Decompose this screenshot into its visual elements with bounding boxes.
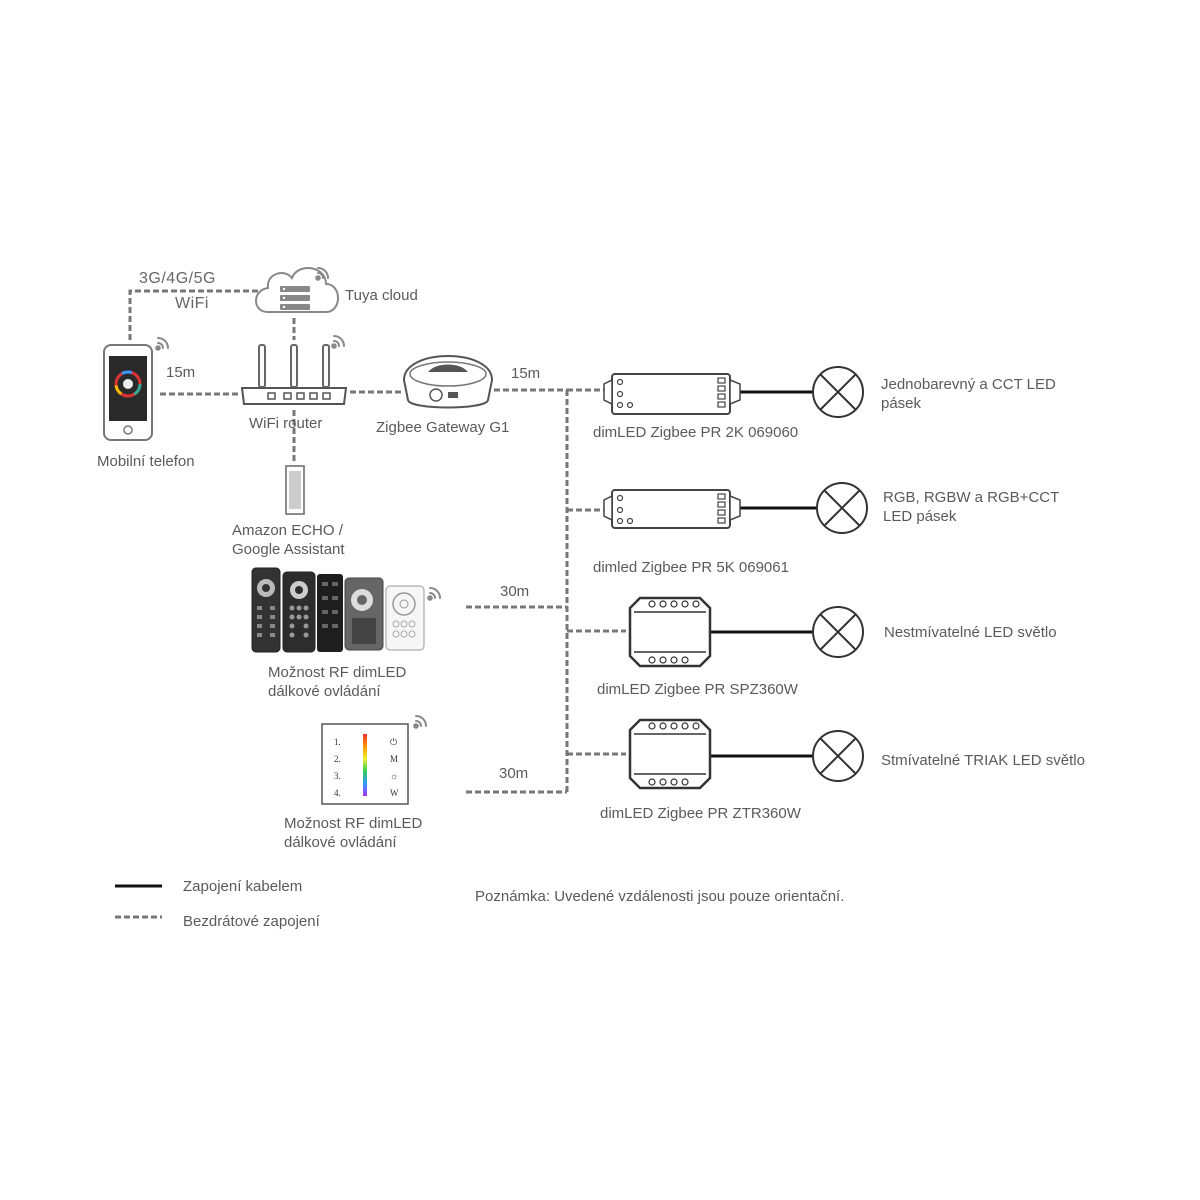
rf-remotes-label-line1: Možnost RF dimLED [268, 664, 407, 681]
signal-icon-remotes [427, 587, 441, 601]
wall-panel-label: Možnost RF dimLED dálkové ovládání [284, 814, 422, 852]
load-label-2-line1: RGB, RGBW a RGB+CCT [883, 489, 1060, 506]
wall-panel-label-line2: dálkové ovládání [284, 834, 397, 851]
load-label-4-line1: Stmívatelné TRIAK LED světlo [881, 752, 1085, 769]
wall-panel-label-line1: Možnost RF dimLED [284, 815, 423, 832]
receiver-5k-icon [603, 489, 741, 529]
assistant-label-line1: Amazon ECHO / [232, 522, 343, 539]
cloud-label: Tuya cloud [345, 287, 418, 304]
lamp-icon-2 [816, 482, 868, 534]
rf-remotes-label-line2: dálkové ovládání [268, 683, 381, 700]
wall-key-mode[interactable]: M [390, 754, 399, 764]
assistant-label-line2: Google Assistant [232, 541, 345, 558]
receiver-name-3: dimLED Zigbee PR SPZ360W [597, 681, 798, 698]
cloud-icon [255, 267, 339, 313]
wall-panel-icon [321, 723, 409, 805]
legend-wired-label: Zapojení kabelem [183, 878, 303, 895]
distance-gateway-receivers: 15m [511, 365, 541, 382]
wall-key-1[interactable]: 1. [334, 737, 341, 747]
receiver-spz-icon [628, 596, 712, 668]
receiver-name-2: dimled Zigbee PR 5K 069061 [593, 559, 789, 576]
lamp-icon-1 [812, 366, 864, 418]
speaker-icon [285, 465, 305, 515]
footnote: Poznámka: Uvedené vzdálenosti jsou pouze… [475, 888, 845, 905]
assistant-label: Amazon ECHO / Google Assistant [232, 521, 345, 559]
wall-key-3[interactable]: 3. [334, 771, 341, 781]
wall-panel-left-keys: 1. 2. 3. 4. [334, 734, 341, 802]
rf-remotes-icon [251, 567, 425, 653]
wifi-network-label: WiFi [175, 295, 209, 312]
load-label-1-line1: Jednobarevný a CCT LED [881, 376, 1056, 393]
wall-panel-right-keys: ⏻ M ☼ W [390, 734, 399, 802]
load-label-3-line1: Nestmívatelné LED světlo [884, 624, 1057, 641]
phone-cloud-link [128, 289, 262, 340]
load-label-1-line2: pásek [881, 395, 922, 412]
wall-key-2[interactable]: 2. [334, 754, 341, 764]
load-label-1: Jednobarevný a CCT LED pásek [881, 375, 1056, 413]
load-label-2: RGB, RGBW a RGB+CCT LED pásek [883, 488, 1059, 526]
load-label-4: Stmívatelné TRIAK LED světlo [881, 751, 1085, 770]
router-label: WiFi router [249, 415, 323, 432]
distance-remotes: 30m [500, 583, 530, 600]
receiver-2k-icon [603, 373, 741, 415]
distance-wall-panel: 30m [499, 765, 529, 782]
wall-key-4[interactable]: 4. [334, 788, 341, 798]
lamp-icon-4 [812, 730, 864, 782]
gateway-label: Zigbee Gateway G1 [376, 419, 510, 436]
wall-key-white[interactable]: W [390, 788, 399, 798]
wireless-links [115, 289, 626, 919]
wall-key-brightness[interactable]: ☼ [390, 771, 399, 781]
receiver-ztr-icon [628, 718, 712, 790]
phone-icon [103, 344, 153, 441]
signal-icon-wall-panel [413, 715, 427, 729]
mobile-network-label: 3G/4G/5G [139, 270, 216, 287]
gateway-icon [402, 355, 494, 409]
lamp-icon-3 [812, 606, 864, 658]
legend-wireless-label: Bezdrátové zapojení [183, 913, 320, 930]
phone-label: Mobilní telefon [97, 453, 195, 470]
receiver-name-4: dimLED Zigbee PR ZTR360W [600, 805, 801, 822]
signal-icon-router [331, 335, 345, 349]
distance-phone-router: 15m [166, 364, 196, 381]
signal-icon-cloud [315, 267, 329, 281]
load-label-2-line2: LED pásek [883, 508, 957, 525]
rf-remotes-label: Možnost RF dimLED dálkové ovládání [268, 663, 406, 701]
load-label-3: Nestmívatelné LED světlo [884, 623, 1057, 642]
wired-links [115, 390, 816, 888]
wall-key-power[interactable]: ⏻ [390, 737, 398, 747]
router-icon [240, 344, 348, 405]
receiver-name-1: dimLED Zigbee PR 2K 069060 [593, 424, 799, 441]
signal-icon-phone [155, 337, 169, 351]
